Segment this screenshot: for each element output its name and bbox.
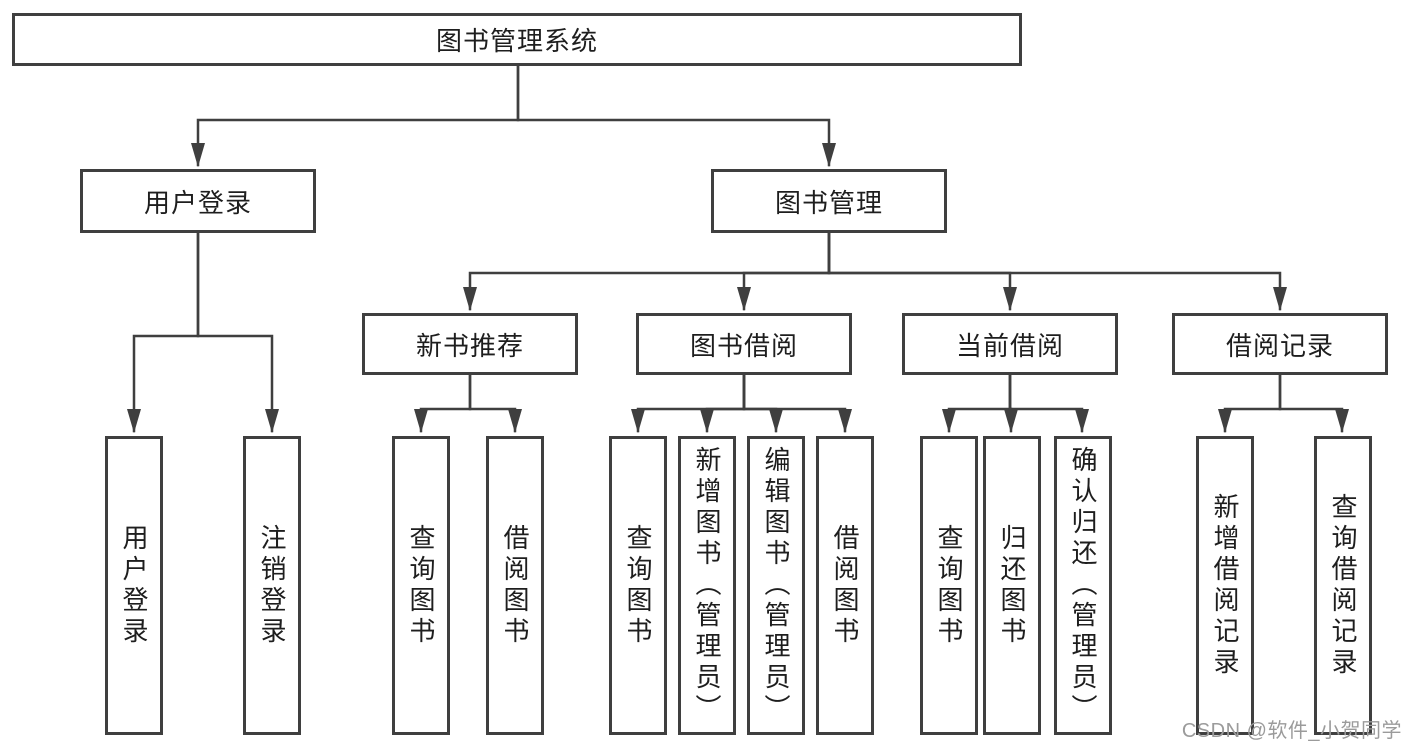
node-current-borrowing: 当前借阅	[902, 313, 1118, 375]
node-library-management-system: 图书管理系统	[12, 13, 1022, 66]
leaf-logout-login: 注销登录	[243, 436, 301, 735]
leaf-add-borrow-record: 新增借阅记录	[1196, 436, 1254, 735]
node-label: 图书管理	[774, 187, 883, 218]
leaf-label: 借阅图书	[500, 523, 530, 648]
leaf-label: 注销登录	[257, 523, 287, 648]
node-label: 当前借阅	[955, 330, 1064, 361]
node-book-management: 图书管理	[711, 169, 947, 233]
leaf-edit-books-admin: 编辑图书（管理员）	[747, 436, 805, 735]
node-label: 新书推荐	[415, 330, 524, 361]
leaf-borrow-books: 借阅图书	[816, 436, 874, 735]
leaf-label: 编辑图书（管理员）	[761, 446, 791, 725]
leaf-label: 借阅图书	[830, 523, 860, 648]
leaf-query-books-recommend: 查询图书	[392, 436, 450, 735]
leaf-return-books: 归还图书	[983, 436, 1041, 735]
leaf-query-books-borrowing: 查询图书	[609, 436, 667, 735]
leaf-label: 查询借阅记录	[1328, 492, 1358, 679]
node-new-book-recommendation: 新书推荐	[362, 313, 578, 375]
leaf-label: 新增借阅记录	[1210, 492, 1240, 679]
leaf-label: 新增图书（管理员）	[692, 446, 722, 725]
node-label: 图书借阅	[689, 330, 798, 361]
node-label: 用户登录	[143, 187, 252, 218]
leaf-label: 归还图书	[997, 523, 1027, 648]
leaf-borrow-books-recommend: 借阅图书	[486, 436, 544, 735]
node-label: 借阅记录	[1225, 330, 1334, 361]
node-label: 图书管理系统	[435, 26, 598, 56]
leaf-confirm-return-admin: 确认归还（管理员）	[1054, 436, 1112, 735]
leaf-user-login: 用户登录	[105, 436, 163, 735]
node-book-borrowing: 图书借阅	[636, 313, 852, 375]
leaf-label: 查询图书	[406, 523, 436, 648]
leaf-label: 查询图书	[623, 523, 653, 648]
leaf-label: 确认归还（管理员）	[1068, 446, 1098, 725]
leaf-label: 查询图书	[934, 523, 964, 648]
csdn-watermark: CSDN @软件_小贺同学	[1181, 720, 1402, 742]
leaf-label: 用户登录	[119, 523, 149, 648]
node-borrowing-records: 借阅记录	[1172, 313, 1388, 375]
leaf-query-borrow-record: 查询借阅记录	[1314, 436, 1372, 735]
node-user-login: 用户登录	[80, 169, 316, 233]
leaf-query-books-current: 查询图书	[920, 436, 978, 735]
leaf-add-books-admin: 新增图书（管理员）	[678, 436, 736, 735]
